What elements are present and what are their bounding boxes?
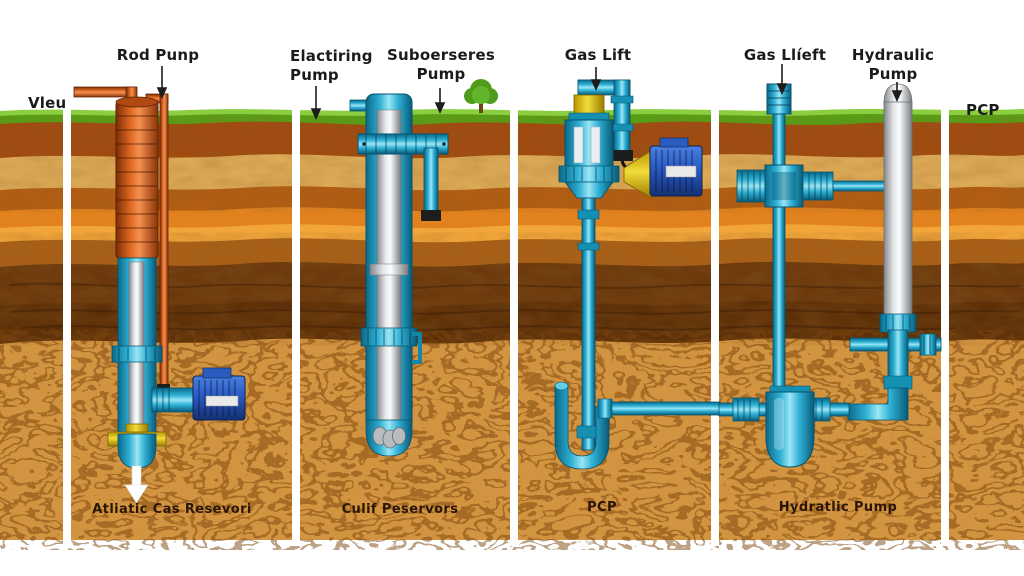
label-arrows (156, 64, 903, 120)
accumulator-column (883, 101, 913, 317)
label-hydraulic-pump: Hydraulic Pump (851, 46, 935, 83)
drill-bit (372, 426, 406, 449)
surface-valve (766, 83, 792, 115)
label-gas-lift-2: Gas Llíeft (743, 46, 827, 64)
wellhead-yellow-band (573, 94, 605, 116)
submersible-pump-illustration (349, 79, 498, 457)
label-rod-pump: Rod Punp (116, 46, 200, 64)
tubing-string (581, 197, 596, 451)
label-submersible-pump: Suboerseres Pump (387, 46, 495, 83)
label-electric-pump: Elactiring Pump (290, 47, 373, 84)
separator-pod (765, 391, 815, 468)
hydraulic-pump-arrow (891, 82, 903, 102)
gas-lift-illustration (554, 79, 721, 470)
tree (464, 79, 498, 113)
label-reservoir-1: Atliatic Cas Resevori (92, 502, 252, 517)
label-gas-lift: Gas Lift (564, 46, 632, 64)
flow-arrow (124, 465, 149, 504)
panel-dividers (63, 96, 949, 546)
rod-pump-arrow (156, 66, 168, 99)
rod-pump-barrel (115, 101, 159, 259)
label-hydraulic-bottom: Hydratlic Pump (778, 500, 898, 515)
gas-lift-valve-body (564, 119, 614, 171)
hydraulic-pump-illustration (718, 83, 942, 468)
submersible-pump-arrow (434, 88, 446, 114)
label-pcp-top: PCP (966, 101, 1000, 119)
electric-pump-arrow (310, 86, 322, 120)
label-view: Vleu (28, 94, 67, 112)
pump-body (764, 164, 804, 208)
gas-lift-2-arrow (776, 64, 788, 95)
rod-pump-illustration (73, 86, 246, 504)
u-tube (554, 385, 610, 470)
label-reservoir-2: Culif Peservors (341, 502, 459, 517)
gas-lift-arrow (590, 67, 602, 91)
label-pcp-bottom: PCP (587, 500, 617, 515)
